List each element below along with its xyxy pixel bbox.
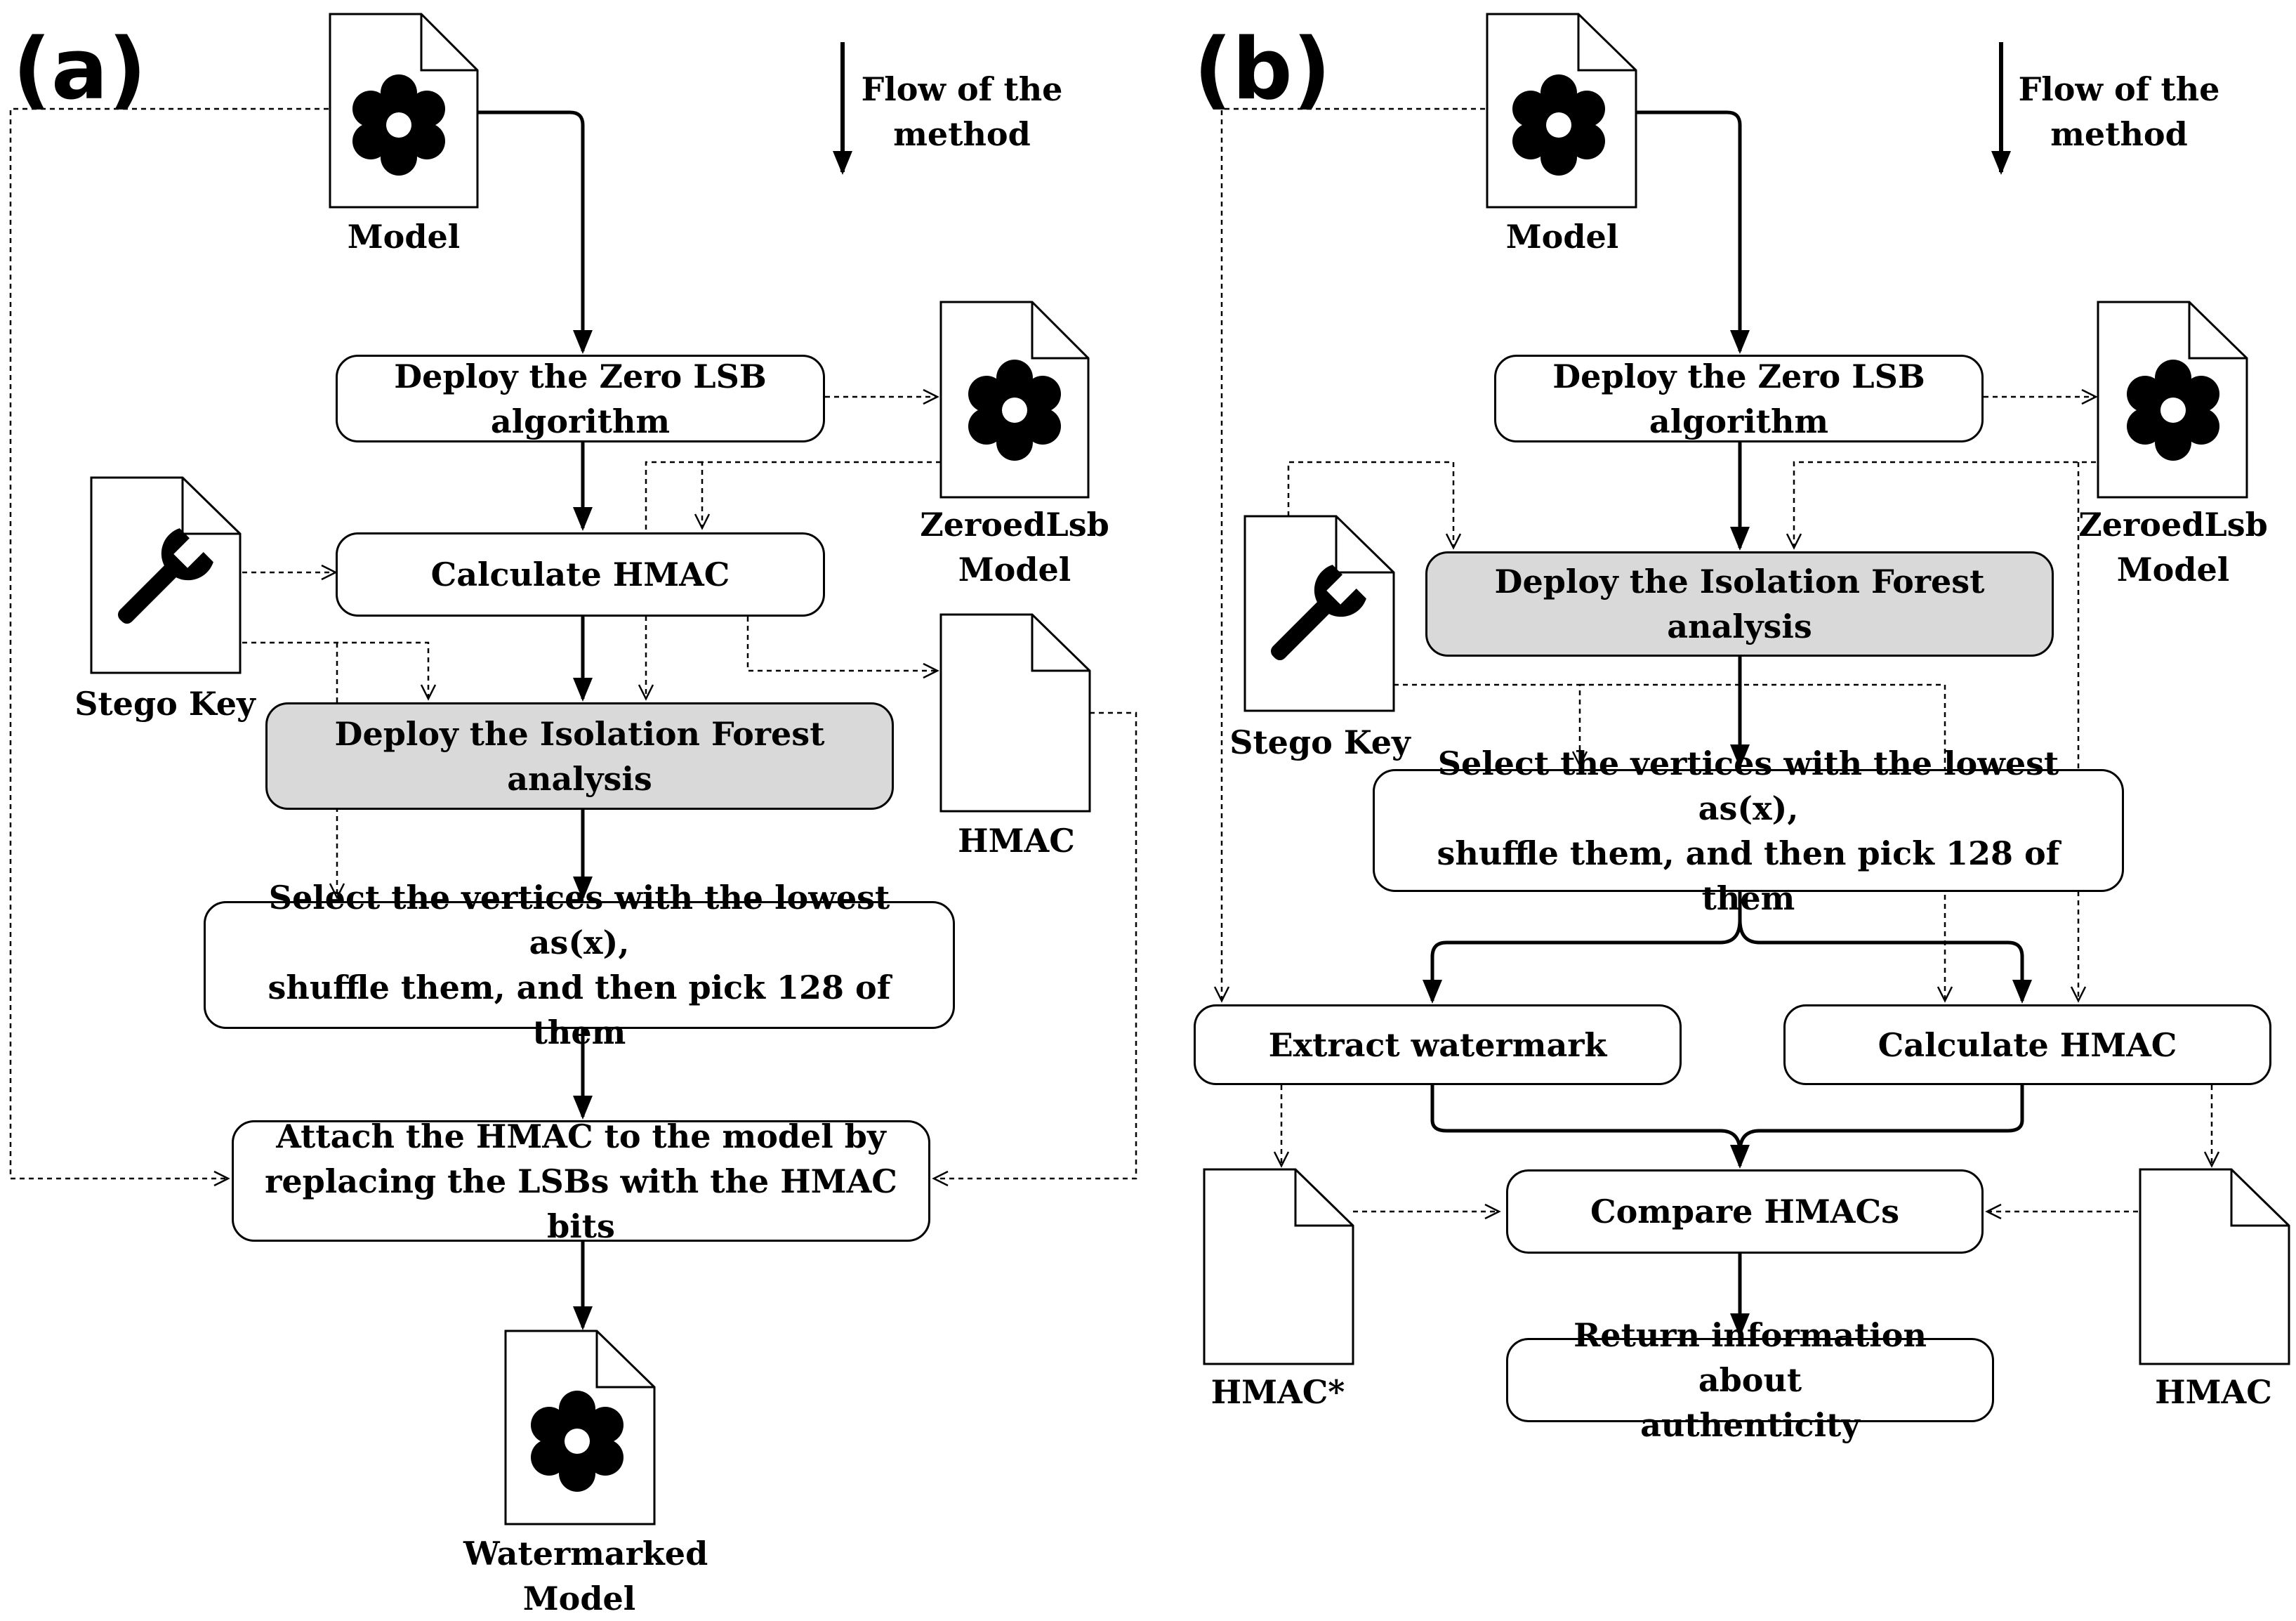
step-calc-hmac-b: Calculate HMAC (1783, 1004, 2271, 1085)
hmac-star-file-icon-b (1203, 1168, 1354, 1365)
panel-label-b: (b) (1194, 21, 1331, 119)
hmac-file-icon-b (2139, 1168, 2290, 1365)
wrench-icon (118, 528, 213, 624)
step-compare-hmacs-b: Compare HMACs (1506, 1169, 1984, 1254)
zeroedlsb-file-icon-b (2097, 301, 2248, 499)
panel-label-a: (a) (13, 21, 147, 119)
step-isolation-forest-b: Deploy the Isolation Forest analysis (1425, 551, 2054, 657)
step-extract-watermark-b: Extract watermark (1194, 1004, 1682, 1085)
flower-icon (352, 74, 445, 176)
flower-icon (531, 1391, 624, 1492)
hmac-label-a: HMAC (958, 822, 1075, 860)
step-calc-hmac-a: Calculate HMAC (336, 532, 825, 617)
model-file-icon-b (1486, 13, 1637, 209)
step-select-vertices-b: Select the vertices with the lowest as(x… (1373, 744, 2124, 917)
zeroedlsb-file-icon-a (939, 301, 1090, 499)
stego-key-label-a: Stego Key (74, 685, 256, 723)
stego-key-label-b: Stego Key (1229, 723, 1411, 761)
dotted-connectors-a (9, 107, 1137, 1187)
flower-icon (968, 360, 1061, 461)
step-isolation-forest-a: Deploy the Isolation Forest analysis (265, 702, 894, 810)
stego-key-file-icon-b (1243, 515, 1395, 712)
wrench-icon (1271, 565, 1366, 660)
hmac-file-icon-a (939, 613, 1091, 813)
stego-key-file-icon-a (90, 476, 242, 674)
hmac-label-b: HMAC (2155, 1373, 2272, 1411)
flower-icon (2127, 360, 2219, 461)
solid-connectors-b (1423, 110, 2032, 1337)
solid-connectors-a (477, 110, 593, 1330)
step-select-vertices-a: Select the vertices with the lowest as(x… (204, 879, 955, 1051)
model-label-a: Model (347, 218, 461, 256)
flower-icon (1512, 74, 1605, 176)
model-file-icon-a (329, 13, 479, 209)
model-label-b: Model (1505, 218, 1619, 256)
dotted-connectors-b (1213, 107, 2220, 1220)
watermarked-model-file-icon-a (504, 1330, 656, 1525)
hmac-star-label-b: HMAC* (1210, 1373, 1345, 1411)
